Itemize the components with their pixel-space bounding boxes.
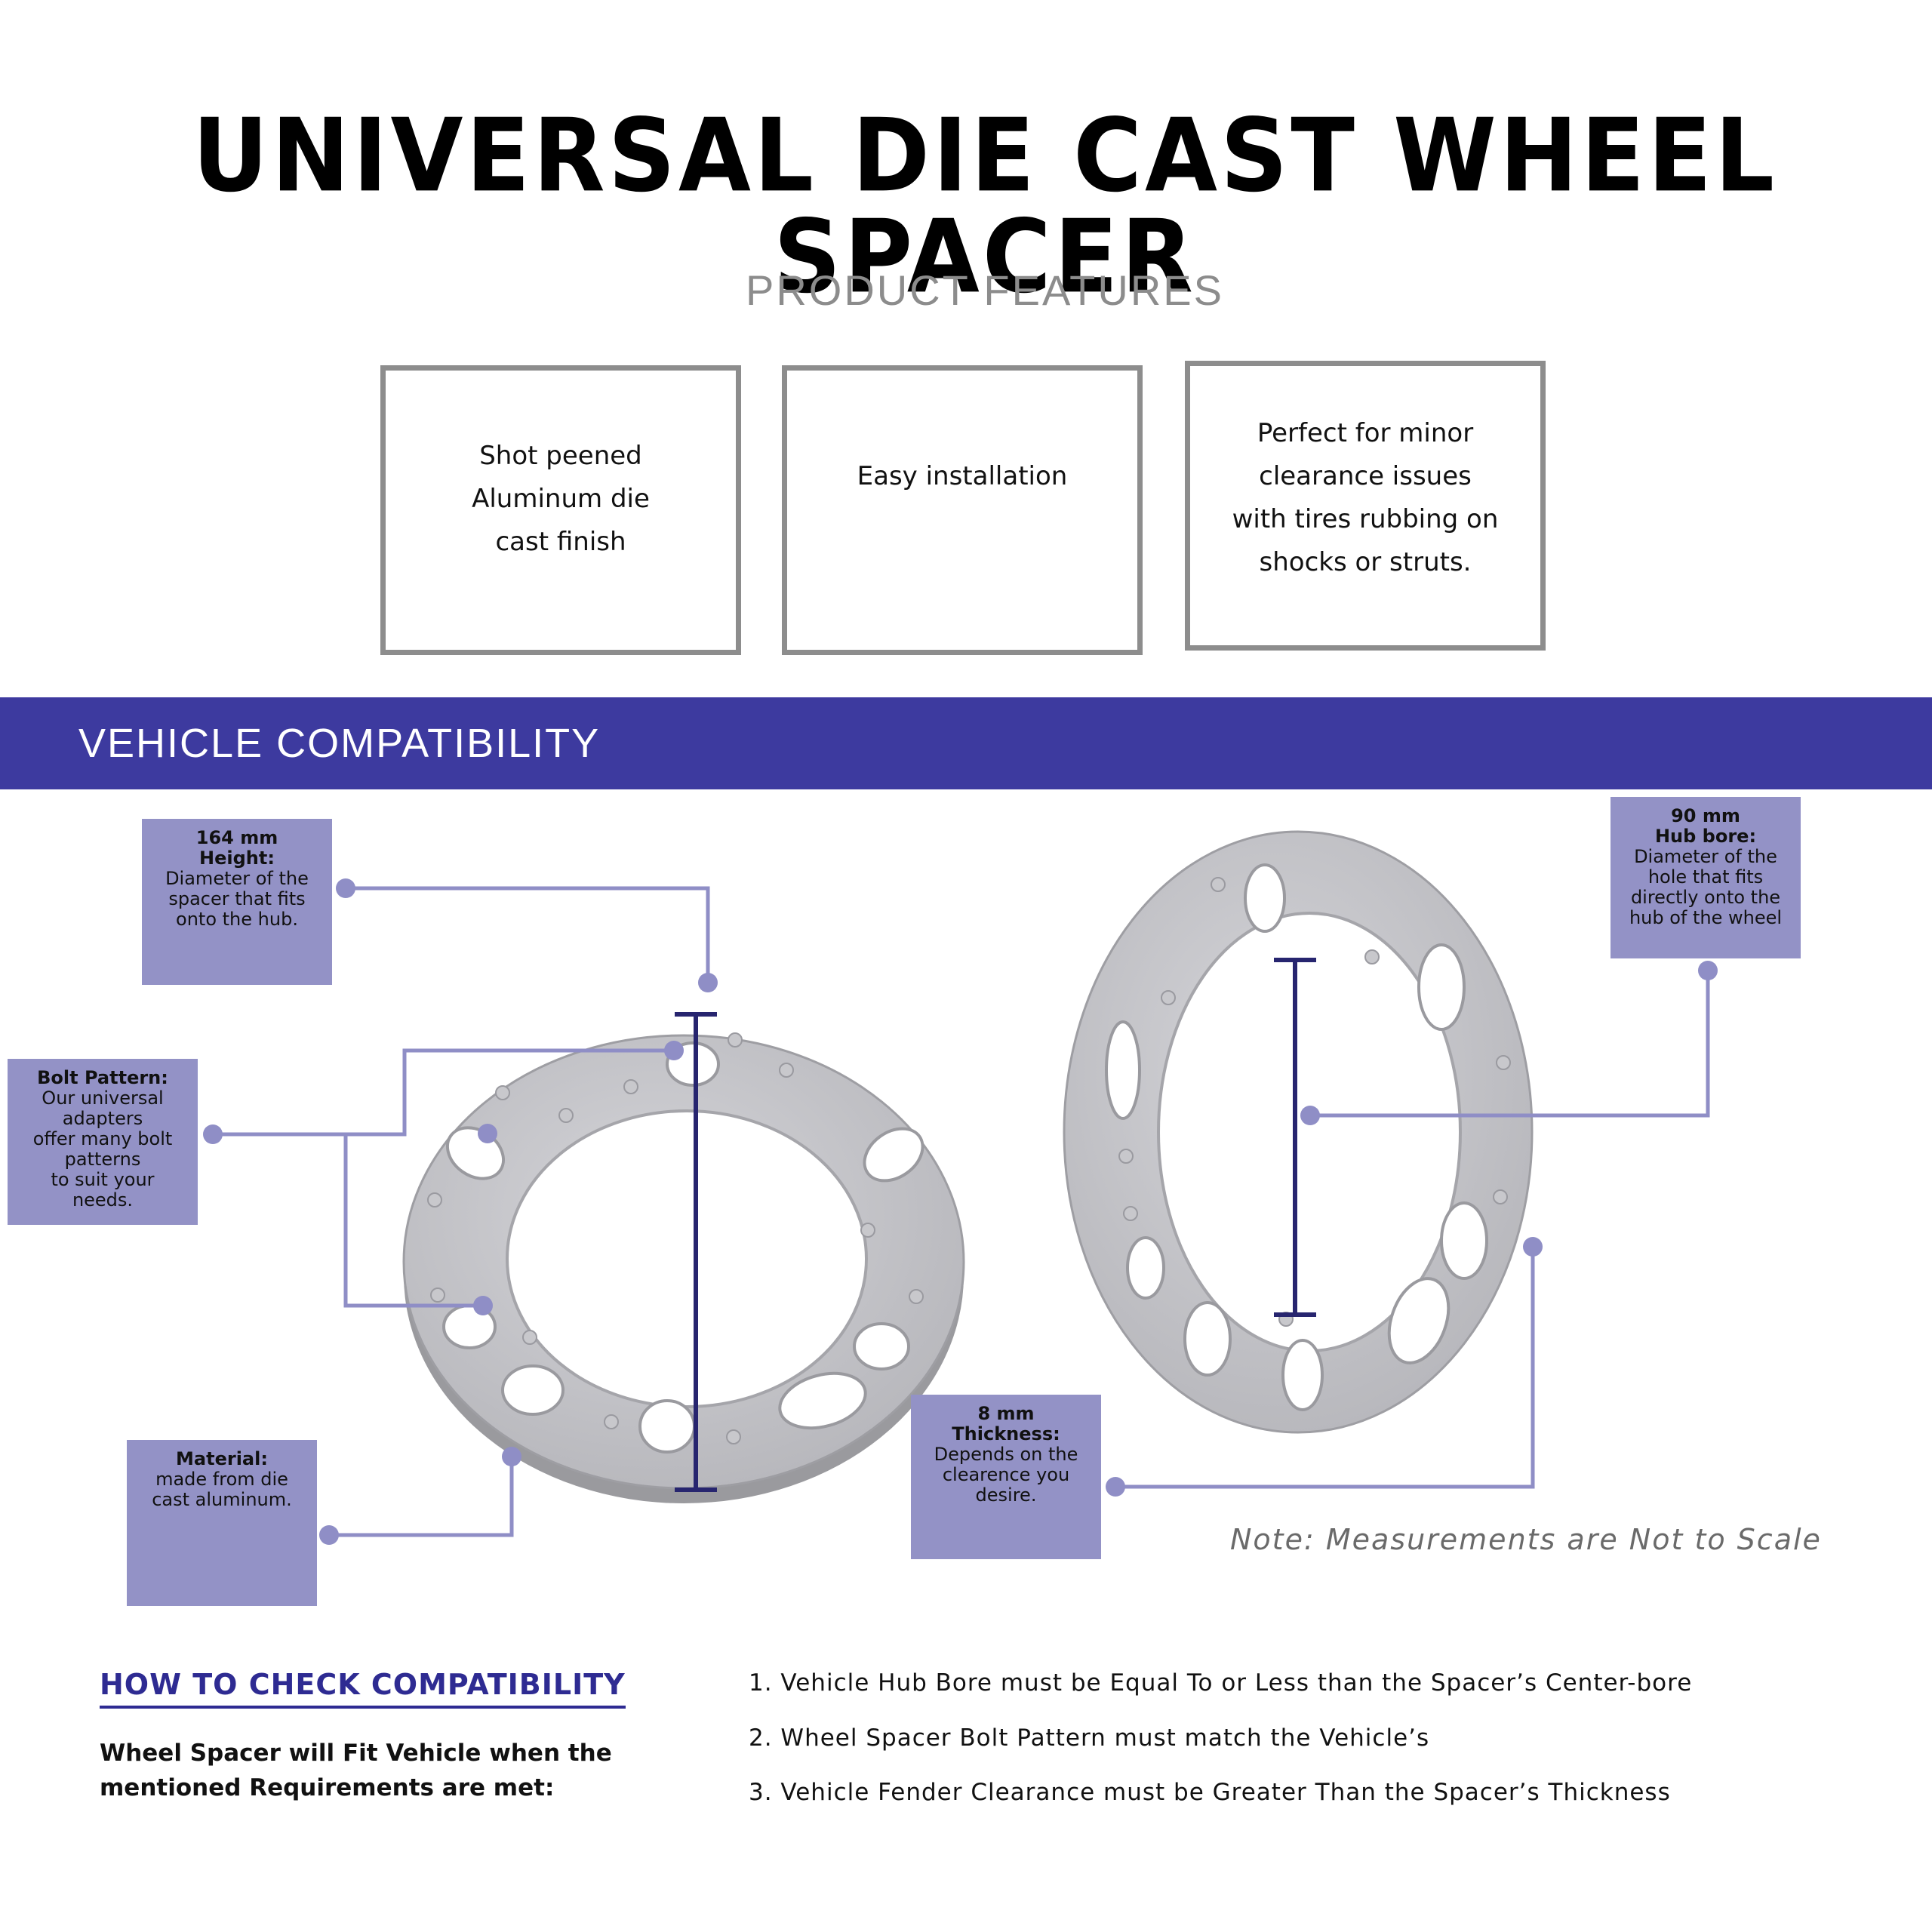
leader-dots (203, 878, 1718, 1545)
callout-description: made from die cast aluminum. (152, 1469, 292, 1510)
feature-box-installation: Easy installation (782, 365, 1143, 655)
fit-intro-text: Wheel Spacer will Fit Vehicle when the m… (100, 1740, 612, 1801)
compatibility-band (0, 697, 1932, 789)
callout-bolt-pattern: Bolt Pattern: Our universal adapters off… (8, 1059, 198, 1225)
feature-box-finish: Shot peened Aluminum die cast finish (380, 365, 741, 655)
callout-title: 90 mm Hub bore: (1654, 805, 1757, 847)
callout-title: 8 mm Thickness: (952, 1403, 1060, 1444)
feature-box-clearance: Perfect for minor clearance issues with … (1185, 361, 1546, 651)
feature-text: Shot peened Aluminum die cast finish (472, 440, 650, 557)
callout-title: Material: (176, 1448, 268, 1469)
callout-description: Depends on the clearence you desire. (934, 1444, 1078, 1506)
callout-hub-bore: 90 mm Hub bore: Diameter of the hole tha… (1611, 797, 1801, 958)
features-heading: PRODUCT FEATURES (746, 266, 1224, 314)
how-to-check-heading: HOW TO CHECK COMPATIBILITY (100, 1668, 626, 1709)
callout-title: 164 mm Height: (195, 827, 278, 869)
hub-bore-measure-bar (1274, 958, 1316, 1317)
right-spacer-image (1063, 830, 1534, 1434)
callout-description: Diameter of the spacer that fits onto th… (165, 868, 309, 930)
scale-note: Note: Measurements are Not to Scale (1230, 1523, 1822, 1556)
callout-thickness: 8 mm Thickness: Depends on the clearence… (911, 1395, 1101, 1559)
requirement-item: 1. Vehicle Hub Bore must be Equal To or … (749, 1669, 1693, 1697)
callout-material: Material: made from die cast aluminum. (127, 1440, 317, 1606)
page-title: UNIVERSAL DIE CAST WHEEL SPACER (192, 97, 1778, 316)
requirement-item: 3. Vehicle Fender Clearance must be Grea… (749, 1779, 1671, 1806)
feature-text: Perfect for minor clearance issues with … (1232, 418, 1499, 577)
compatibility-title: VEHICLE COMPATIBILITY (78, 721, 601, 766)
requirement-item: 2. Wheel Spacer Bolt Pattern must match … (749, 1724, 1430, 1752)
callout-description: Diameter of the hole that fits directly … (1629, 846, 1783, 928)
feature-text: Easy installation (857, 460, 1068, 491)
callout-height: 164 mm Height: Diameter of the spacer th… (142, 819, 332, 985)
callout-description: Our universal adapters offer many bolt p… (32, 1088, 173, 1211)
leader-lines (213, 886, 1710, 1537)
height-measure-bar (675, 1012, 717, 1492)
callout-title: Bolt Pattern: (37, 1067, 168, 1088)
left-spacer-image (402, 1032, 965, 1503)
